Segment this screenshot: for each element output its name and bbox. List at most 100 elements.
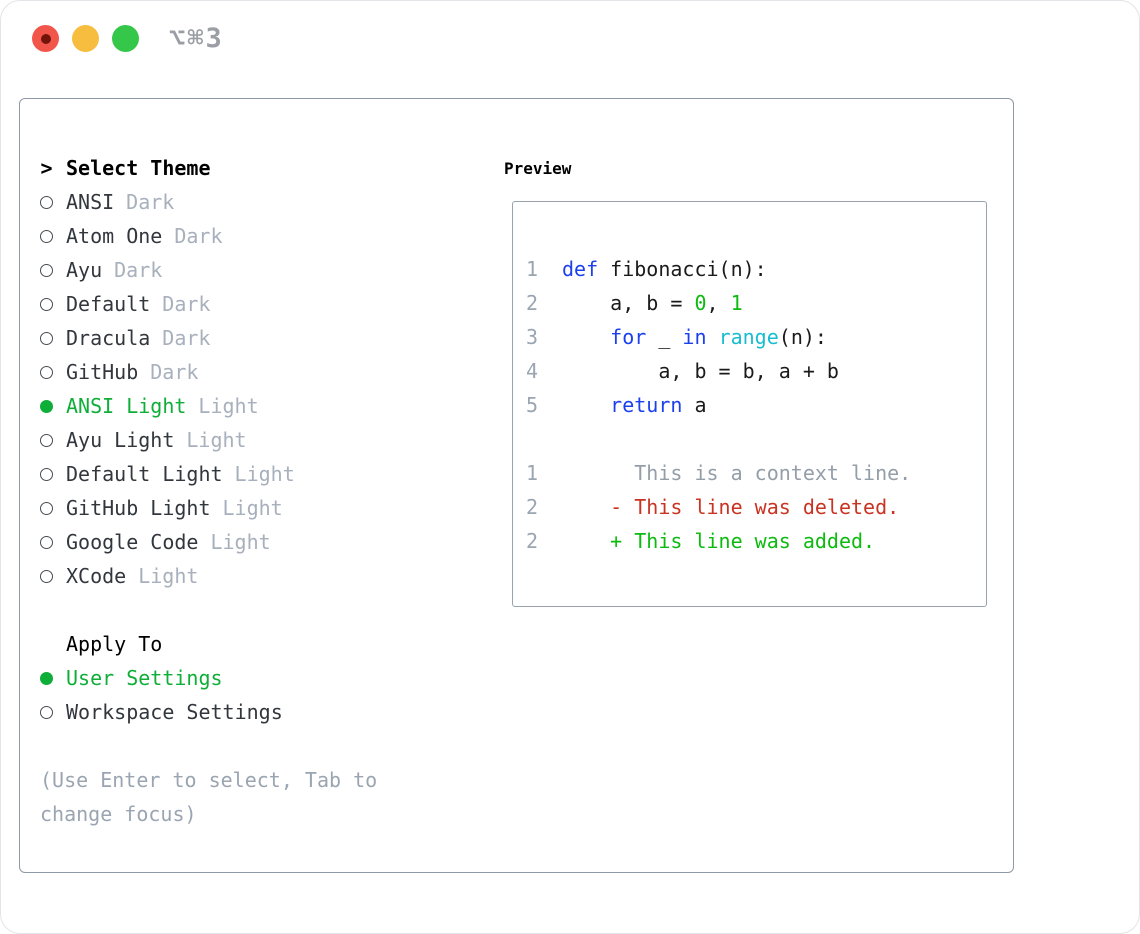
code-segment: for: [610, 325, 647, 349]
radio-selected-icon: [40, 399, 53, 413]
code-segment: (n):: [778, 325, 827, 349]
theme-item-github-dark[interactable]: GitHub Dark: [40, 355, 490, 389]
code-line: 1 def fibonacci(n):: [526, 252, 976, 286]
theme-name: ANSI Light: [66, 394, 187, 418]
theme-selector-panel: > Select Theme ANSI Dark Atom One Dark A…: [19, 98, 1014, 873]
code-segment: 0: [694, 291, 707, 315]
code-line: 4 a, b = b, a + b: [526, 354, 976, 388]
code-segment: [562, 325, 610, 349]
code-segment: a: [682, 393, 707, 417]
theme-item-dracula-dark[interactable]: Dracula Dark: [40, 321, 490, 355]
theme-variant-label: Light: [198, 394, 259, 418]
theme-item-ayu-dark[interactable]: Ayu Dark: [40, 253, 490, 287]
prompt-caret-icon: >: [40, 156, 53, 180]
theme-name: Atom One: [66, 224, 163, 248]
line-number: 1: [526, 461, 539, 485]
theme-name: GitHub: [66, 360, 139, 384]
close-button[interactable]: [32, 25, 59, 52]
radio-unselected-icon: [40, 535, 53, 549]
theme-variant-label: Dark: [114, 258, 163, 282]
theme-variant-label: Light: [186, 428, 247, 452]
theme-item-default-light[interactable]: Default Light Light: [40, 457, 490, 491]
radio-unselected-icon: [40, 229, 53, 243]
code-segment: a, b = b, a + b: [562, 359, 839, 383]
line-number: 2: [526, 529, 539, 553]
record-dot-icon: [40, 33, 51, 44]
minimize-button[interactable]: [72, 25, 99, 52]
diff-added-line: 2 + This line was added.: [526, 524, 976, 558]
apply-to-title: Apply To: [66, 632, 163, 656]
preview-header: Preview: [504, 151, 987, 185]
theme-item-xcode[interactable]: XCode Light: [40, 559, 490, 593]
theme-item-atom-one-dark[interactable]: Atom One Dark: [40, 219, 490, 253]
theme-name: Google Code: [66, 530, 199, 554]
line-number: 1: [526, 257, 539, 281]
theme-variant-label: Dark: [162, 326, 211, 350]
select-theme-header: > Select Theme: [40, 151, 490, 185]
line-number: 5: [526, 393, 539, 417]
window-titlebar: ⌥⌘3: [1, 1, 1139, 75]
code-segment: range: [718, 325, 779, 349]
radio-unselected-icon: [40, 331, 53, 345]
theme-name: GitHub Light: [66, 496, 211, 520]
apply-target-label: Workspace Settings: [66, 700, 283, 724]
radio-unselected-icon: [40, 195, 53, 209]
code-segment: ,: [706, 291, 731, 315]
maximize-button[interactable]: [112, 25, 139, 52]
theme-variant-label: Light: [138, 564, 199, 588]
code-segment: 1: [730, 291, 743, 315]
code-segment: a, b =: [562, 291, 695, 315]
preview-title: Preview: [504, 158, 572, 178]
theme-variant-label: Dark: [126, 190, 175, 214]
diff-context-line: 1 This is a context line.: [526, 456, 976, 490]
theme-variant-label: Dark: [174, 224, 223, 248]
spacer: [40, 729, 490, 763]
radio-unselected-icon: [40, 501, 53, 515]
code-segment: [562, 393, 610, 417]
code-segment: fibonacci(n):: [598, 257, 767, 281]
theme-name: XCode: [66, 564, 127, 588]
code-segment: return: [610, 393, 683, 417]
theme-item-default-dark[interactable]: Default Dark: [40, 287, 490, 321]
theme-name: Dracula: [66, 326, 151, 350]
code-segment: def: [562, 257, 599, 281]
radio-unselected-icon: [40, 467, 53, 481]
window-title: ⌥⌘3: [169, 23, 224, 54]
theme-variant-label: Dark: [150, 360, 199, 384]
code-segment: [562, 529, 610, 553]
radio-unselected-icon: [40, 705, 53, 719]
apply-target-label: User Settings: [66, 666, 223, 690]
theme-name: Default Light: [66, 462, 223, 486]
theme-name: Default: [66, 292, 151, 316]
line-number: 2: [526, 291, 539, 315]
code-segment: [562, 495, 610, 519]
code-line: 2 a, b = 0, 1: [526, 286, 976, 320]
theme-item-github-light[interactable]: GitHub Light Light: [40, 491, 490, 525]
theme-item-ayu-light[interactable]: Ayu Light Light: [40, 423, 490, 457]
help-text-line-2: change focus): [40, 802, 197, 826]
theme-variant-label: Light: [234, 462, 295, 486]
theme-item-ansi-light[interactable]: ANSI Light Light: [40, 389, 490, 423]
theme-item-ansi-dark[interactable]: ANSI Dark: [40, 185, 490, 219]
radio-unselected-icon: [40, 569, 53, 583]
theme-name: ANSI: [66, 190, 115, 214]
theme-variant-label: Light: [222, 496, 283, 520]
line-number: 4: [526, 359, 539, 383]
theme-variant-label: Light: [210, 530, 271, 554]
code-line: 5 return a: [526, 388, 976, 422]
code-segment: in: [682, 325, 707, 349]
theme-name: Ayu: [66, 258, 103, 282]
line-number: 2: [526, 495, 539, 519]
diff-deleted-line: 2 - This line was deleted.: [526, 490, 976, 524]
apply-item-workspace-settings[interactable]: Workspace Settings: [40, 695, 490, 729]
code-segment: _: [646, 325, 683, 349]
theme-item-google-code[interactable]: Google Code Light: [40, 525, 490, 559]
select-theme-title: Select Theme: [66, 156, 211, 180]
radio-unselected-icon: [40, 263, 53, 277]
spacer: [40, 593, 490, 627]
code-segment: This is a context line.: [562, 461, 912, 485]
radio-unselected-icon: [40, 433, 53, 447]
apply-item-user-settings[interactable]: User Settings: [40, 661, 490, 695]
